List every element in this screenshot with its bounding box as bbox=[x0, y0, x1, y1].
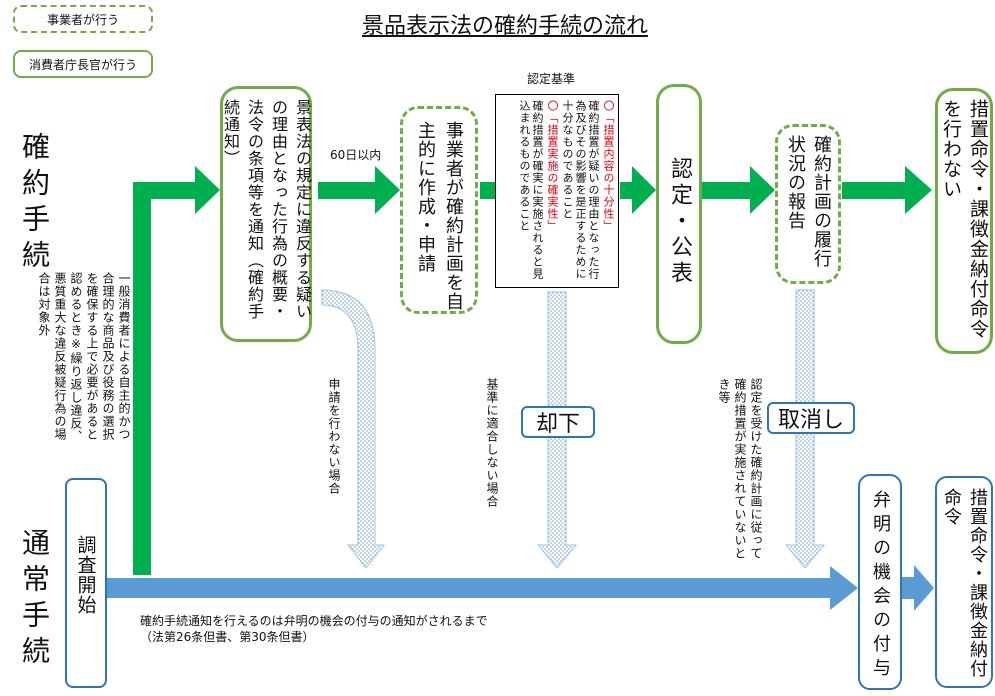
note-sixty-days: 60日以内 bbox=[330, 148, 382, 162]
status-report-label: 確約計画の履行状況の報告 bbox=[785, 135, 832, 268]
legend-business-label: 事業者が行う bbox=[46, 12, 119, 27]
box-approval: 認定・公表 bbox=[656, 84, 702, 344]
opportunity-label: 弁明の機会の付与 bbox=[870, 490, 891, 682]
green-arrow-to-criteria bbox=[480, 182, 495, 199]
criteria-item2-text: 確約措置が確実に実施されると見込まれるものであること bbox=[518, 100, 544, 280]
blue-arrow-main bbox=[100, 566, 858, 610]
box-investigation-start: 調査開始 bbox=[65, 478, 107, 688]
criteria-item1-text: 確約措置が疑いの理由となった行為及びその影響を是正するために十分なものであること bbox=[561, 100, 600, 280]
legend-business: 事業者が行う bbox=[13, 5, 153, 33]
orders-label: 措置命令・課徴金納付命令 bbox=[941, 488, 988, 678]
green-arrow-to-notification bbox=[133, 166, 220, 214]
blue-arrow-to-orders bbox=[902, 565, 934, 611]
box-notification: 景表法の規定に違反する疑いの理由となった行為の概要・法令の条項等を通知（確約手続… bbox=[220, 86, 312, 342]
criteria-item1-title: 〇「措置内容の十分性」 bbox=[602, 100, 615, 232]
no-orders-label: 措置命令・課徴金納付命令を行わない bbox=[940, 99, 989, 339]
legend-commissioner: 消費者庁長官が行う bbox=[13, 50, 153, 78]
note-no-application: 申請を行わない場合 bbox=[327, 378, 341, 495]
criteria-heading: 認定基準 bbox=[527, 72, 576, 86]
note-left-condition: 一般消費者による自主的かつ合理的な商品及び役務の選択を確保する上で必要があると認… bbox=[37, 272, 131, 443]
green-arrow-to-approval bbox=[620, 166, 656, 214]
investigation-start-label: 調査開始 bbox=[74, 535, 97, 615]
box-criteria: 〇「措置内容の十分性」 確約措置が疑いの理由となった行為及びその影響を是正するた… bbox=[495, 94, 619, 288]
approval-label: 認定・公表 bbox=[667, 157, 692, 287]
criteria-item2-title: 〇「措置実施の確実性」 bbox=[546, 100, 559, 232]
tag-rejection: 却下 bbox=[521, 406, 595, 438]
green-arrow-to-report bbox=[702, 166, 775, 214]
tag-revocation: 取消し bbox=[767, 402, 855, 434]
plan-submission-label: 事業者が確約計画を自主的に作成・申請 bbox=[415, 121, 464, 311]
legend-commissioner-label: 消費者庁長官が行う bbox=[28, 57, 137, 72]
footnote-line1: 確約手続通知を行えるのは弁明の機会の付与の通知がされるまで bbox=[140, 614, 488, 628]
dotted-arrow-no-application bbox=[321, 289, 386, 569]
notification-label: 景表法の規定に違反する疑いの理由となった行為の概要・法令の条項等を通知（確約手続… bbox=[221, 99, 312, 320]
box-orders: 措置命令・課徴金納付命令 bbox=[935, 476, 993, 688]
row-label-commitment: 確約手続 bbox=[18, 132, 51, 276]
note-not-implemented: 認定を受けた確約計画に従って確約措置が実施されていないとき等 bbox=[717, 378, 763, 560]
green-arrow-to-no-orders bbox=[842, 166, 932, 214]
page-title: 景品表示法の確約手続の流れ bbox=[361, 14, 648, 39]
box-opportunity: 弁明の機会の付与 bbox=[858, 474, 902, 690]
box-plan-submission: 事業者が確約計画を自主的に作成・申請 bbox=[400, 106, 478, 314]
row-label-normal: 通常手続 bbox=[18, 528, 51, 672]
box-no-orders: 措置命令・課徴金納付命令を行わない bbox=[935, 88, 993, 354]
green-vertical-arrow bbox=[133, 192, 151, 575]
box-status-report: 確約計画の履行状況の報告 bbox=[775, 124, 841, 284]
footnote-line2: （法第26条但書、第30条但書） bbox=[140, 630, 315, 644]
note-not-compliant: 基準に適合しない場合 bbox=[485, 378, 499, 508]
green-arrow-to-plan bbox=[318, 166, 400, 214]
